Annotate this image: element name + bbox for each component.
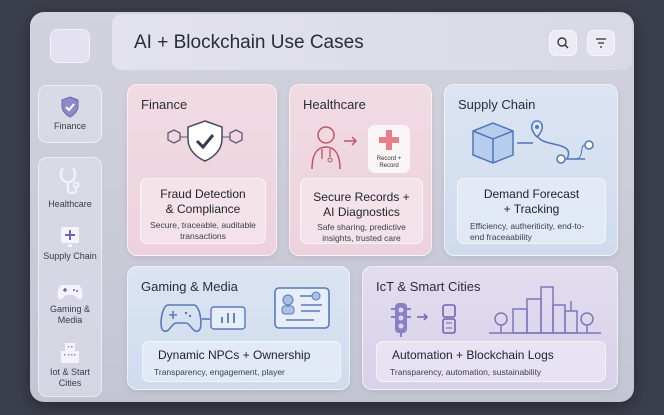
card-supply-chain[interactable]: Supply Chain Demand Forecast + Tracking … (444, 84, 618, 256)
sidebar-item-label: Gaming & Media (49, 304, 91, 325)
card-gaming-media[interactable]: Gaming & Media Dynamic NPCs + Ownership … (127, 266, 350, 390)
sidebar-item-supply-chain[interactable]: Supply Chain (38, 226, 102, 262)
record-badge: Record + Record (368, 125, 410, 173)
healthcare-summary: Secure Records + AI Diagnostics Safe sha… (300, 178, 423, 244)
header-bar (112, 14, 632, 70)
supply-summary: Demand Forecast + Tracking Efficiency, a… (457, 178, 606, 244)
gaming-summary: Dynamic NPCs + Ownership Transparency, e… (142, 341, 341, 382)
stethoscope-icon (59, 167, 80, 195)
sidebar-active-group (38, 85, 102, 143)
card-finance[interactable]: Finance Fraud Detection & Compliance Sec… (127, 84, 277, 256)
id-card-icon (274, 287, 330, 329)
card-description: Secure, traceable, auditable transaction… (150, 220, 256, 241)
card-healthcare[interactable]: Healthcare Record + Record Secure Record… (289, 84, 432, 256)
card-iot-smart-cities[interactable]: IcT & Smart Cities Automation + Blockcha… (362, 266, 618, 390)
traffic-light-icon (391, 303, 456, 337)
card-heading: Dynamic NPCs + Ownership (158, 348, 311, 362)
card-title: Finance (141, 97, 188, 112)
filter-button[interactable] (587, 30, 615, 56)
building-icon (61, 343, 79, 363)
page-title: AI + Blockchain Use Cases (134, 32, 364, 53)
card-description: Transparency, engagement, player (154, 367, 285, 377)
doctor-icon (311, 126, 358, 170)
card-heading: Demand Forecast + Tracking (483, 187, 580, 216)
sidebar-item-label: Healthcare (48, 199, 92, 209)
filter-icon (596, 38, 606, 48)
shield-blockchain-icon (167, 120, 243, 162)
gamepad-icon (57, 285, 83, 300)
sidebar-item-healthcare[interactable]: Healthcare (38, 166, 102, 210)
card-heading: Automation + Blockchain Logs (392, 348, 554, 362)
sidebar-item-iot-smart-cities[interactable]: Iot & Start Cities (38, 342, 102, 389)
card-title: Healthcare (303, 97, 366, 112)
sidebar-item-finance[interactable]: Finance (38, 96, 102, 132)
finance-summary: Fraud Detection & Compliance Secure, tra… (140, 178, 266, 244)
sidebar-item-label: Supply Chain (43, 251, 97, 261)
badge-label: Record + Record (376, 156, 402, 169)
card-title: Supply Chain (458, 97, 536, 112)
search-icon (557, 37, 569, 49)
medical-box-icon (61, 227, 79, 247)
iot-summary: Automation + Blockchain Logs Transparenc… (376, 341, 606, 382)
card-heading: Fraud Detection & Compliance (160, 187, 246, 216)
sidebar-item-label: Finance (53, 121, 87, 131)
card-heading: Secure Records + AI Diagnostics (313, 190, 410, 219)
medical-cross-icon (379, 130, 399, 150)
gamepad-stats-icon (160, 304, 246, 333)
card-description: Safe sharing, predictive insights, trust… (317, 222, 406, 243)
shield-check-icon (61, 96, 79, 118)
card-title: IcT & Smart Cities (376, 279, 481, 294)
app-logo[interactable] (50, 29, 90, 63)
card-description: Transparency, automation, sustainability (390, 367, 542, 377)
sidebar-item-label: Iot & Start Cities (49, 367, 91, 388)
card-description: Efficiency, autheriticity, end-to-end fr… (470, 221, 585, 242)
package-route-icon (472, 120, 594, 164)
card-title: Gaming & Media (141, 279, 238, 294)
city-skyline-icon (489, 286, 601, 334)
search-button[interactable] (549, 30, 577, 56)
sidebar-item-gaming-media[interactable]: Gaming & Media (38, 283, 102, 326)
